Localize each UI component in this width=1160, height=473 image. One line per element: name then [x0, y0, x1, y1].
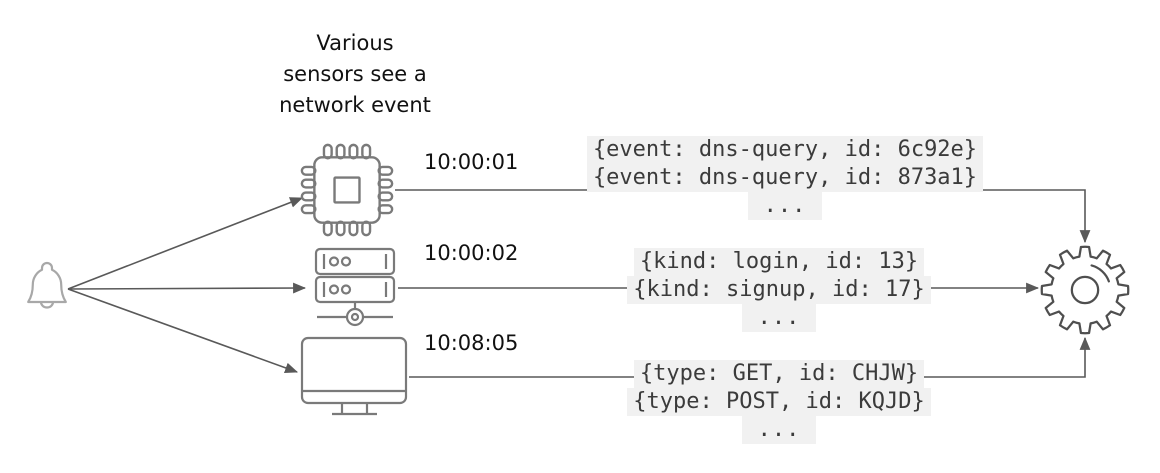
- gear-hub: [1070, 275, 1100, 305]
- bell-icon: [27, 261, 67, 309]
- event-line: {kind: login, id: 13}: [633, 248, 925, 276]
- arrow-bell-to-server: [67, 282, 307, 294]
- event-line: {kind: signup, id: 17}: [627, 276, 931, 304]
- gear-outline: [1040, 245, 1130, 335]
- event-line: {type: GET, id: CHJW}: [633, 360, 925, 388]
- event-log-monitor: {type: GET, id: CHJW} {type: POST, id: K…: [612, 360, 946, 444]
- gear-inner-arc: [1090, 264, 1111, 283]
- monitor-icon: [300, 336, 408, 416]
- gear-icon: [1040, 245, 1130, 335]
- caption-line: Various: [316, 31, 394, 55]
- event-ellipsis: ...: [747, 192, 823, 220]
- sensors-caption: Various sensors see a network event: [255, 28, 455, 121]
- event-ellipsis: ...: [741, 304, 817, 332]
- arrow-bell-to-chip: [67, 197, 304, 290]
- timestamp-monitor: 10:08:05: [424, 331, 519, 355]
- timestamp-chip: 10:00:01: [424, 150, 519, 174]
- timestamp-server: 10:00:02: [424, 241, 519, 265]
- caption-line: sensors see a: [283, 62, 427, 86]
- event-log-server: {kind: login, id: 13} {kind: signup, id:…: [618, 248, 940, 332]
- arrow-bell-to-monitor: [67, 288, 299, 374]
- caption-line: network event: [279, 93, 431, 117]
- event-log-chip: {event: dns-query, id: 6c92e} {event: dn…: [580, 136, 990, 220]
- event-line: {type: POST, id: KQJD}: [627, 388, 931, 416]
- event-ellipsis: ...: [741, 416, 817, 444]
- server-icon: [314, 247, 396, 327]
- event-line: {event: dns-query, id: 873a1}: [586, 164, 984, 192]
- event-line: {event: dns-query, id: 6c92e}: [586, 136, 984, 164]
- chip-icon: [300, 143, 394, 237]
